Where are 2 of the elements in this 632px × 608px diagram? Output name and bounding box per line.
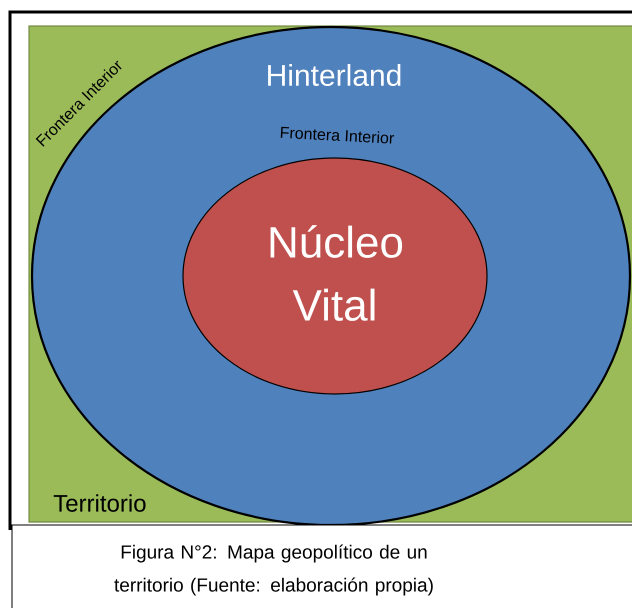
boundary-label: Frontera Interior [280,126,394,144]
caption-box: Figura N°2: Mapa geopolítico de un territorio (Fuente: elaboración propia) [12,524,632,608]
